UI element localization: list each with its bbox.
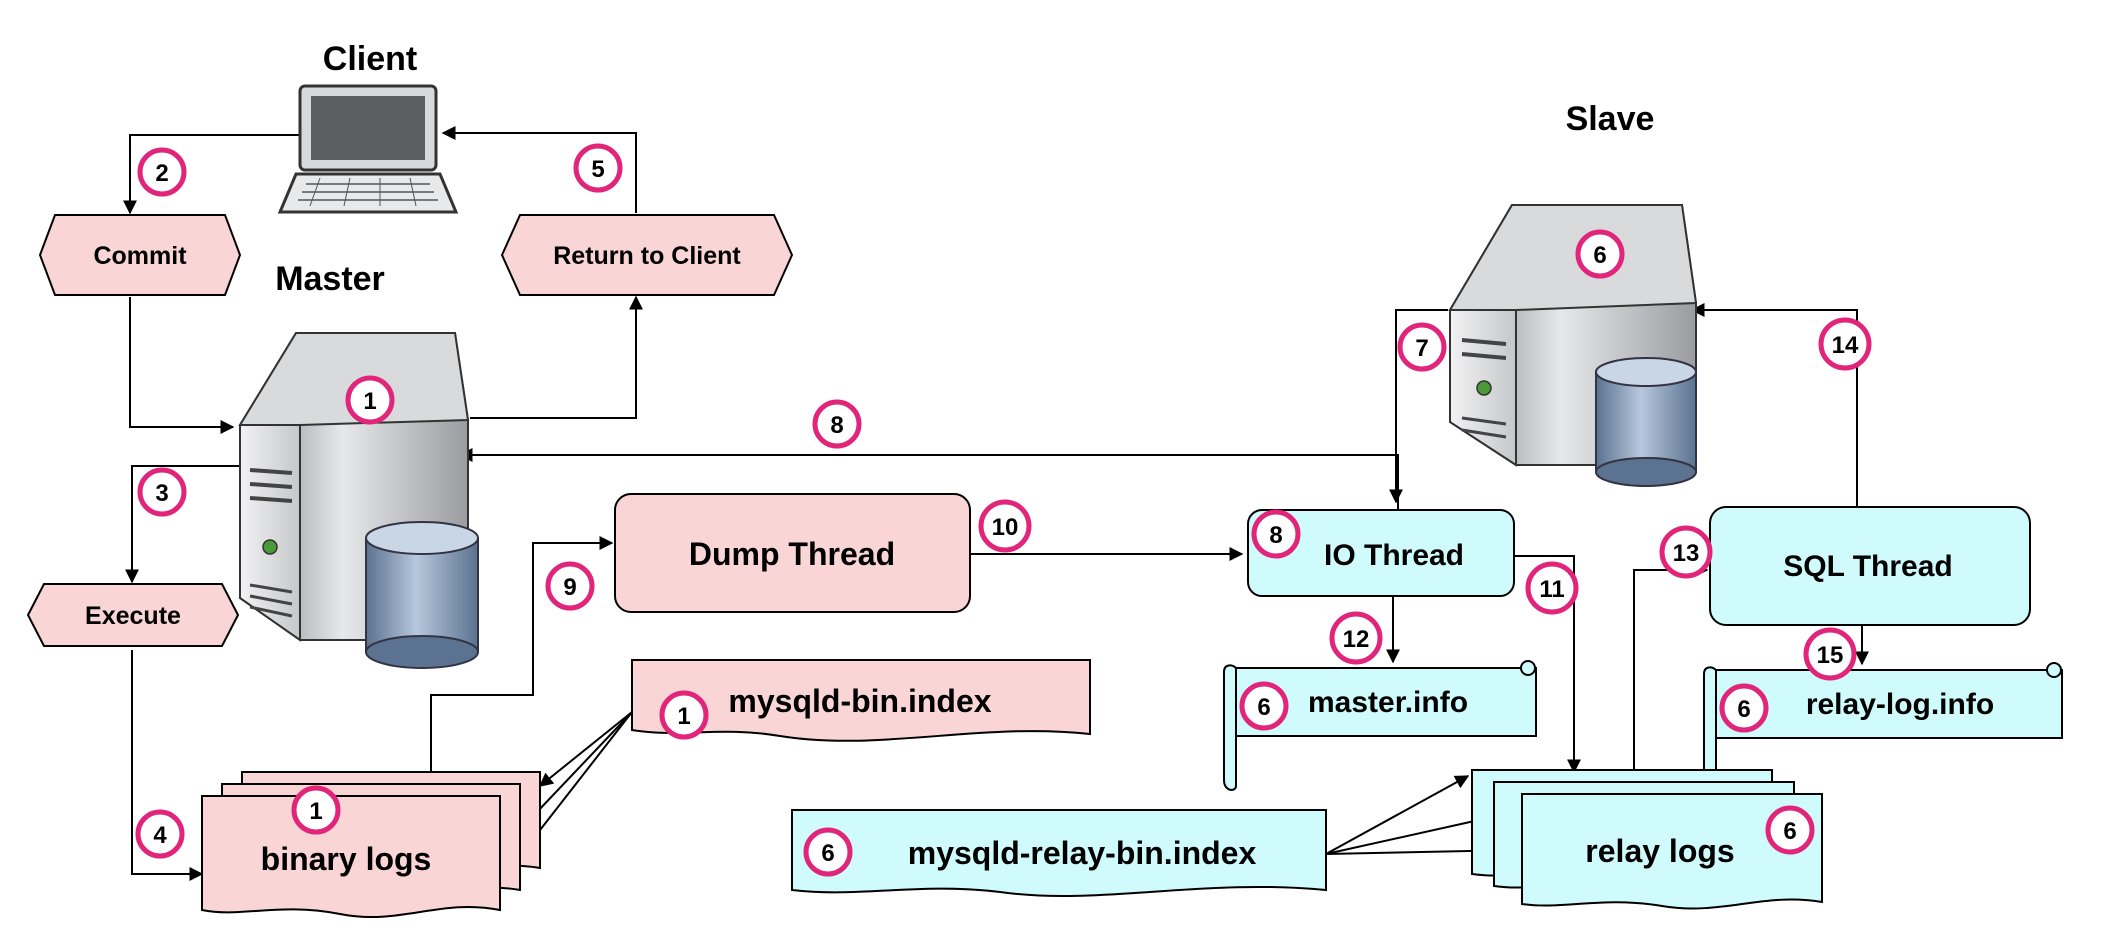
return-to-client-step-box: Return to Client xyxy=(500,214,794,296)
step-number-commit: 2 xyxy=(155,160,168,187)
step-number-return: 5 xyxy=(591,156,604,183)
step-badge-bin-index: 1 xyxy=(659,690,709,740)
mysqld-bin-index-label: mysqld-bin.index xyxy=(728,683,991,719)
mysqld-bin-index-document: mysqld-bin.index xyxy=(631,659,1091,742)
arrow-return-to-laptop xyxy=(441,126,637,213)
step-badge-commit: 2 xyxy=(137,147,187,197)
step-number-execute: 3 xyxy=(155,480,168,507)
arrow-master-to-return xyxy=(470,295,643,419)
step-badge-execute: 3 xyxy=(137,467,187,517)
step-number-slave-start: 7 xyxy=(1415,335,1428,362)
step-number-binlog-doc: 1 xyxy=(309,798,322,825)
step-number-read-binlog: 9 xyxy=(563,574,576,601)
relay-logs-document-stack: relay logs xyxy=(1471,769,1823,910)
step-badge-relay-log-info: 6 xyxy=(1719,683,1769,733)
arrow-laptop-to-commit xyxy=(123,134,300,215)
step-badge-binlog-doc: 1 xyxy=(291,785,341,835)
step-number-master-server: 1 xyxy=(363,388,376,415)
step-badge-return: 5 xyxy=(573,143,623,193)
sql-thread-box: SQL Thread xyxy=(1709,506,2031,626)
dump-thread-box: Dump Thread xyxy=(614,493,971,613)
arrow-relay-to-sql xyxy=(1633,563,1709,772)
step-number-master-info: 6 xyxy=(1257,694,1270,721)
step-number-io-thread: 8 xyxy=(1269,522,1282,549)
step-badge-sql-read: 13 xyxy=(1659,525,1713,579)
arrow-binindex-to-binlog-1 xyxy=(538,711,633,787)
sql-thread-label: SQL Thread xyxy=(1783,550,1952,583)
execute-label: Execute xyxy=(85,602,181,630)
client-title: Client xyxy=(323,40,417,78)
slave-title: Slave xyxy=(1566,100,1655,138)
execute-step-box: Execute xyxy=(26,583,240,647)
return-to-client-label: Return to Client xyxy=(553,242,741,270)
relay-log-info-document: relay-log.info xyxy=(1703,662,2063,793)
binary-logs-label: binary logs xyxy=(261,841,432,877)
step-number-relay-index: 6 xyxy=(821,840,834,867)
arrow-sql-to-slave xyxy=(1690,303,1858,507)
step-badge-dump-send: 10 xyxy=(978,499,1032,553)
step-badge-io-write-master-info: 12 xyxy=(1329,611,1383,665)
arrow-io-to-relay xyxy=(1514,555,1581,774)
commit-label: Commit xyxy=(93,242,187,270)
step-number-sql-write-info: 15 xyxy=(1817,642,1844,669)
step-badge-read-binlog: 9 xyxy=(545,561,595,611)
step-number-dump-send: 10 xyxy=(992,514,1019,541)
arrow-commit-to-master xyxy=(129,297,235,434)
step-number-bin-index: 1 xyxy=(677,703,690,730)
commit-step-box: Commit xyxy=(38,214,242,296)
step-badge-relay-logs: 6 xyxy=(1765,805,1815,855)
step-number-sql-read: 13 xyxy=(1673,540,1700,567)
step-number-write-binlog: 4 xyxy=(153,822,167,849)
arrow-relayindex-to-relay-1 xyxy=(1325,775,1470,855)
laptop-icon xyxy=(277,84,459,214)
step-number-io-write-master-info: 12 xyxy=(1343,626,1370,653)
step-number-io-request: 8 xyxy=(830,412,843,439)
step-badge-io-write-relay: 11 xyxy=(1525,561,1579,615)
step-badge-slave-start: 7 xyxy=(1397,322,1447,372)
io-thread-box: IO Thread xyxy=(1247,509,1515,597)
step-number-slave-server: 6 xyxy=(1593,242,1606,269)
step-number-sql-apply: 14 xyxy=(1832,332,1859,359)
step-badge-write-binlog: 4 xyxy=(135,809,185,859)
dump-thread-label: Dump Thread xyxy=(689,536,895,572)
master-title: Master xyxy=(275,260,385,298)
step-badge-slave-server: 6 xyxy=(1575,229,1625,279)
step-badge-io-thread: 8 xyxy=(1251,509,1301,559)
slave-database-icon xyxy=(1595,357,1697,487)
master-info-label: master.info xyxy=(1308,686,1468,719)
step-badge-relay-index: 6 xyxy=(803,827,853,877)
step-badge-master-server: 1 xyxy=(345,375,395,425)
step-badge-master-info: 6 xyxy=(1239,681,1289,731)
relay-log-info-label: relay-log.info xyxy=(1806,688,1994,721)
step-badge-sql-write-info: 15 xyxy=(1803,627,1857,681)
step-number-relay-log-info: 6 xyxy=(1737,696,1750,723)
arrow-slave-to-io xyxy=(1389,309,1448,504)
relay-logs-label: relay logs xyxy=(1585,833,1734,869)
arrow-master-to-execute xyxy=(125,465,240,584)
arrow-execute-to-binlog xyxy=(131,650,204,881)
step-badge-io-request: 8 xyxy=(812,399,862,449)
step-number-io-write-relay: 11 xyxy=(1539,576,1564,603)
master-database-icon xyxy=(365,521,479,669)
binary-logs-document-stack: binary logs xyxy=(201,771,541,918)
arrow-relayindex-to-relay-2 xyxy=(1325,813,1490,855)
mysqld-relay-bin-index-document: mysqld-relay-bin.index xyxy=(791,809,1327,898)
step-number-relay-logs: 6 xyxy=(1783,818,1796,845)
step-badge-sql-apply: 14 xyxy=(1818,317,1872,371)
io-thread-label: IO Thread xyxy=(1324,539,1464,572)
arrow-binlog-to-dump xyxy=(430,536,614,782)
mysqld-relay-bin-index-label: mysqld-relay-bin.index xyxy=(908,835,1257,871)
